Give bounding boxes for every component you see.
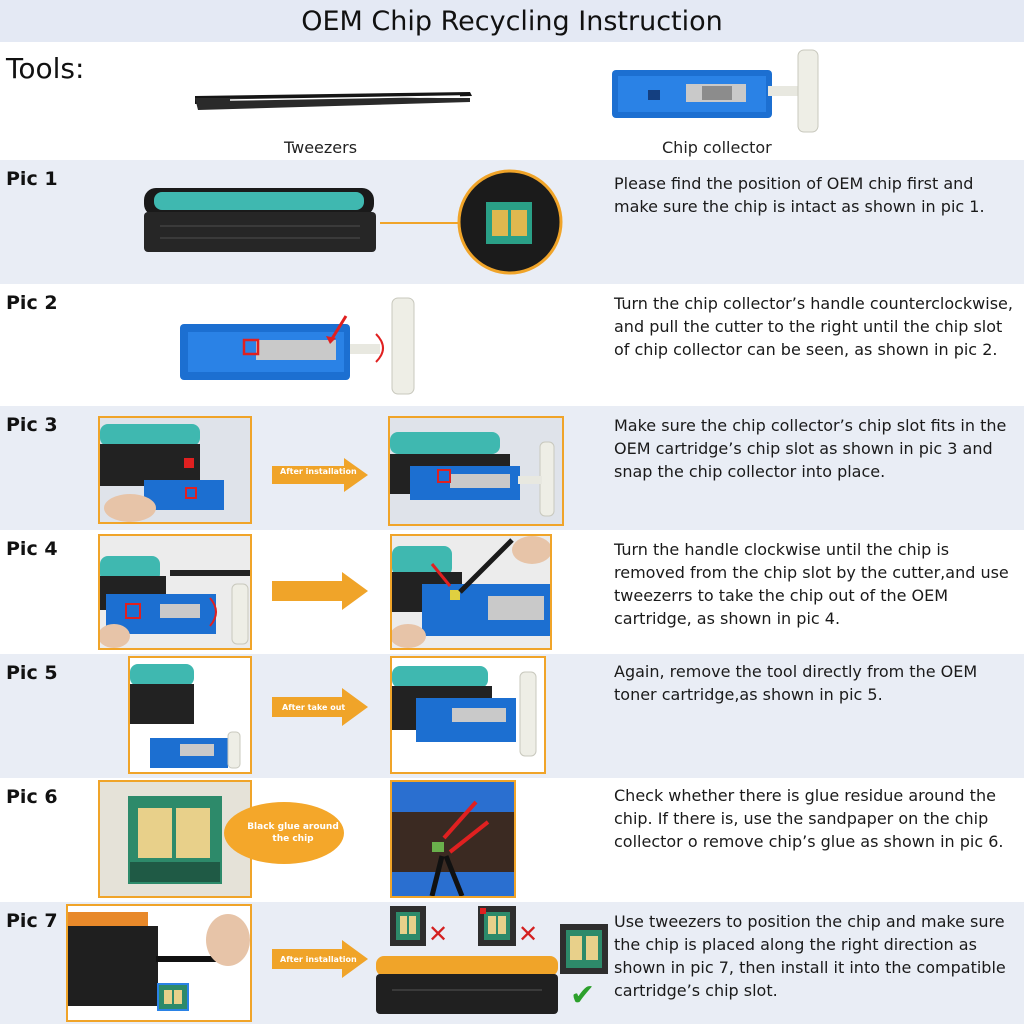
wrong-orientation-chip-1 (390, 906, 426, 946)
cross-icon: ✕ (518, 920, 539, 948)
arrow-right-icon (272, 572, 368, 610)
page-title: OEM Chip Recycling Instruction (301, 5, 723, 37)
arrow-right-icon (272, 458, 368, 492)
step-description: Use tweezers to position the chip and ma… (614, 912, 1006, 1000)
cartridge-image (144, 188, 376, 252)
step-description: Again, remove the tool directly from the… (614, 662, 978, 704)
install-photo (66, 904, 252, 1022)
step-description: Make sure the chip collector’s chip slot… (614, 416, 1007, 481)
step-label: Pic 1 (6, 168, 58, 190)
chip-collector-open-image (180, 297, 415, 395)
step-label: Pic 5 (6, 662, 58, 684)
step-description: Please find the position of OEM chip fir… (614, 174, 985, 216)
chip-closeup-image (457, 169, 563, 275)
before-photo (98, 416, 252, 524)
step-row-3: Pic 3 After installation Make sure the c… (0, 406, 1024, 530)
glue-callout: Black glue around the chip (224, 802, 344, 864)
arrow-right-icon (272, 688, 368, 726)
step-label: Pic 2 (6, 292, 58, 314)
chip-collector-caption: Chip collector (662, 138, 772, 157)
title-bar: OEM Chip Recycling Instruction (0, 0, 1024, 42)
step-label: Pic 4 (6, 538, 58, 560)
check-icon: ✔ (570, 978, 596, 1013)
step-description: Turn the handle clockwise until the chip… (614, 540, 1009, 628)
sanding-photo (390, 780, 516, 898)
arrow-caption: After take out (282, 703, 346, 712)
step-row-7: Pic 7 After installation ✕ ✕ (0, 902, 1024, 1024)
zoom-connector-line (380, 222, 460, 224)
step-label: Pic 6 (6, 786, 58, 808)
tweezers-image (195, 92, 472, 110)
step-row-6: Pic 6 Black glue around the chip Check w… (0, 778, 1024, 902)
step-label: Pic 3 (6, 414, 58, 436)
step-label: Pic 7 (6, 910, 58, 932)
tweezers-caption: Tweezers (284, 138, 358, 157)
step-description: Turn the chip collector’s handle counter… (614, 294, 1013, 359)
correct-orientation-chip (560, 924, 608, 974)
step-row-5: Pic 5 After take out Again, remove the t… (0, 654, 1024, 778)
arrow-caption: After installation (280, 955, 357, 964)
step-row-2: Pic 2 Turn the chip collector’s handle c… (0, 284, 1024, 406)
arrow-right-icon (272, 940, 368, 978)
tools-section: Tools: Tweezers Chip collector (0, 42, 1024, 160)
step-row-4: Pic 4 Turn the handle clockwi (0, 530, 1024, 654)
toner-cartridge-image (376, 956, 558, 1014)
after-photo (390, 656, 546, 774)
before-photo (128, 656, 252, 774)
chip-collector-image (612, 49, 819, 133)
tools-label: Tools: (6, 52, 85, 85)
step-description: Check whether there is glue residue arou… (614, 786, 1004, 851)
step-row-1: Pic 1 Please find the position of OEM ch… (0, 160, 1024, 284)
after-photo (388, 416, 564, 526)
arrow-caption: After installation (280, 467, 357, 476)
wrong-orientation-chip-2 (478, 906, 516, 946)
cross-icon: ✕ (428, 920, 449, 948)
after-photo (390, 534, 552, 650)
before-photo (98, 534, 252, 650)
